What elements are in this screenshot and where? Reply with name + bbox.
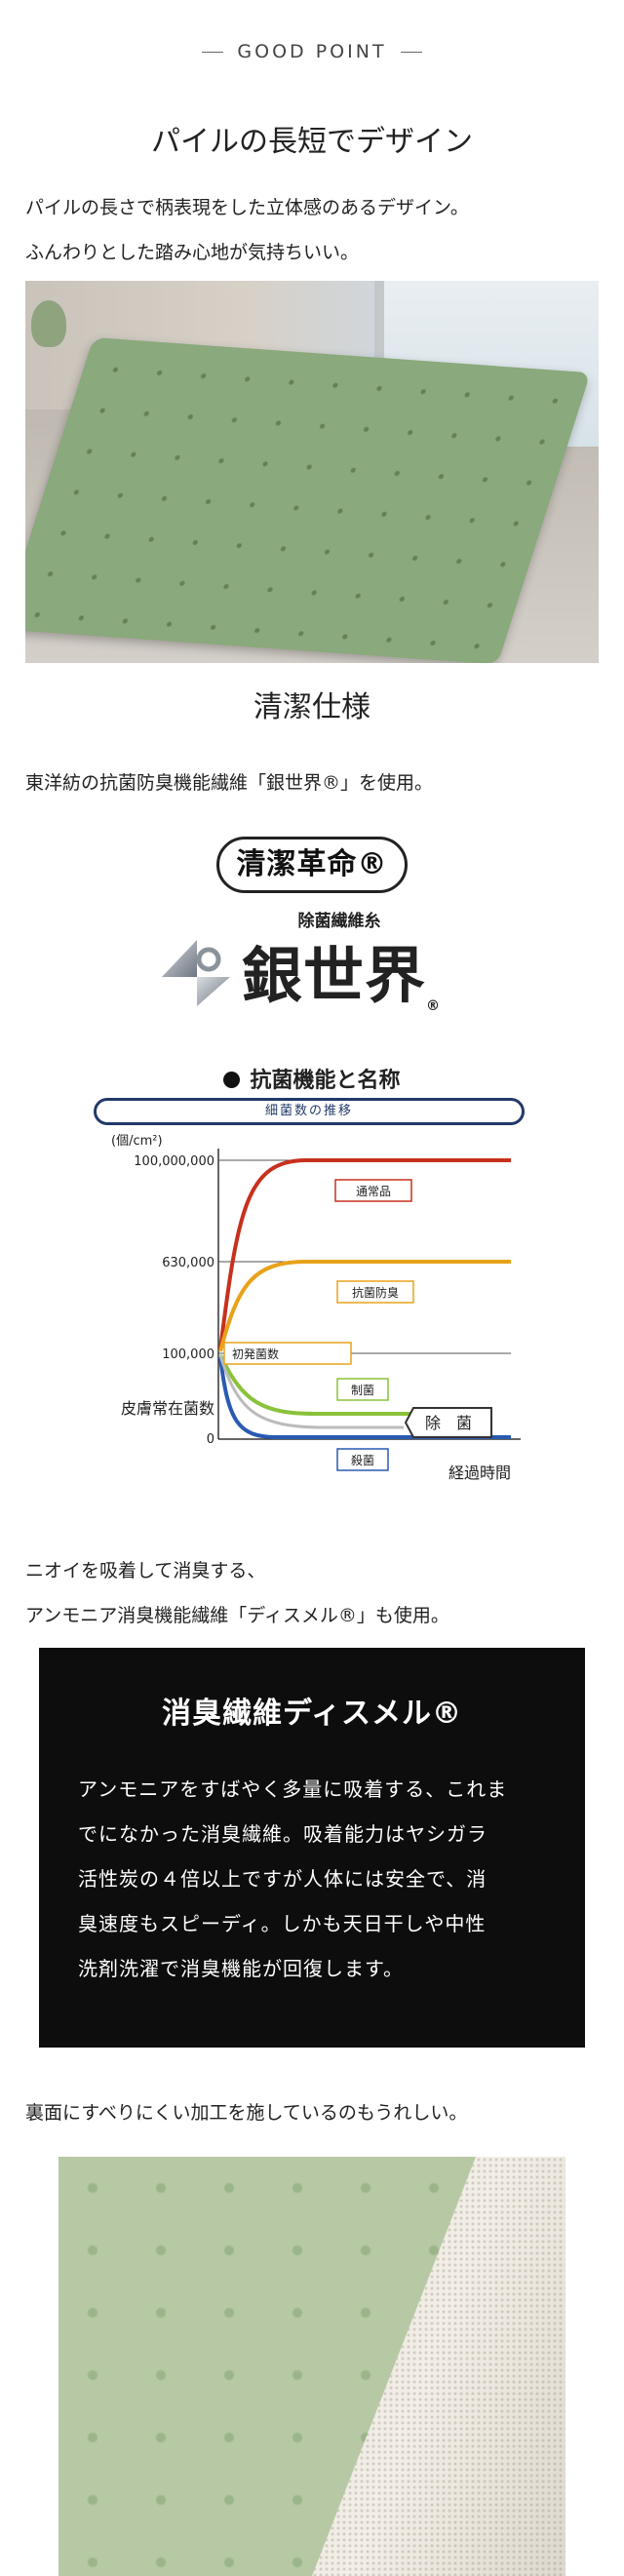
bacteria-chart: (個/cm²) 100,000,000 630,000 100,000 0 通常… (111, 1134, 521, 1482)
non-slip-description: 裏面にすべりにくい加工を施しているのもうれしい。 (25, 2102, 468, 2124)
ytick-label: 630,000 (162, 1256, 214, 1270)
label-box-inhibit (336, 1378, 389, 1401)
bath-mat-photo (25, 281, 599, 663)
good-point-eyebrow: GOOD POINT (0, 41, 624, 62)
ginsekai-logo: 銀世界® (242, 940, 442, 1014)
label-box-initial (223, 1342, 352, 1365)
series-label-sterilize: 殺菌 (351, 1454, 374, 1467)
removal-callout (404, 1407, 492, 1438)
chart-banner: 細菌数の推移 (94, 1098, 525, 1125)
dismel-body: アンモニアをすばやく多量に吸着する、これま でになかった消臭繊維。吸着能力はヤシ… (78, 1777, 508, 1980)
x-axis-label: 経過時間 (448, 1464, 511, 1482)
label-box-normal (334, 1179, 412, 1202)
mat-image (25, 337, 591, 663)
series-line-antibacterial (218, 1260, 511, 1352)
dismel-info-box: 消臭繊維ディスメル® アンモニアをすばやく多量に吸着する、これま でになかった消… (39, 1648, 585, 2048)
seiketsu-kakumei-logo: 清潔革命® (216, 837, 408, 893)
series-line-inhibit (218, 1354, 472, 1416)
ginsekai-mark-icon (162, 940, 230, 1006)
series-line-normal (218, 1158, 511, 1350)
label-box-antibacterial (336, 1280, 414, 1304)
ytick-label: 100,000 (162, 1347, 214, 1362)
series-line-sterilize (218, 1356, 511, 1439)
series-label-normal: 通常品 (356, 1185, 391, 1198)
mat-back-photo (58, 2157, 566, 2576)
ytick-label: 100,000,000 (134, 1154, 214, 1169)
chart-title: 抗菌機能と名称 (0, 1063, 624, 1094)
section-title-hygiene: 清潔仕様 (254, 690, 370, 724)
design-description: パイルの長さで柄表現をした立体感のあるデザイン。 ふんわりとした踏み心地が気持ち… (25, 197, 469, 263)
mat-front-image (58, 2157, 507, 2576)
section-title-design: パイルの長短でデザイン (151, 125, 473, 159)
y-axis-label: 皮膚常在菌数 (121, 1399, 214, 1418)
plant-decoration (31, 300, 66, 347)
hygiene-description: 東洋紡の抗菌防臭機能繊維「銀世界®」を使用。 (25, 772, 434, 794)
label-box-sterilize (336, 1448, 389, 1471)
removal-label: 除 菌 (425, 1414, 472, 1432)
initial-count-label: 初発菌数 (232, 1347, 279, 1361)
logo-subtitle: 除菌繊維糸 (297, 912, 381, 931)
series-label-inhibit: 制菌 (351, 1384, 374, 1397)
series-label-antibacterial: 抗菌防臭 (352, 1285, 399, 1300)
deodorant-description: ニオイを吸着して消臭する、 アンモニア消臭機能繊維「ディスメル®」も使用。 (25, 1560, 449, 1626)
series-line-removal (218, 1354, 404, 1429)
y-unit-label: (個/cm²) (111, 1134, 163, 1149)
dismel-title: 消臭繊維ディスメル® (162, 1697, 462, 1731)
ytick-label: 0 (207, 1432, 214, 1447)
